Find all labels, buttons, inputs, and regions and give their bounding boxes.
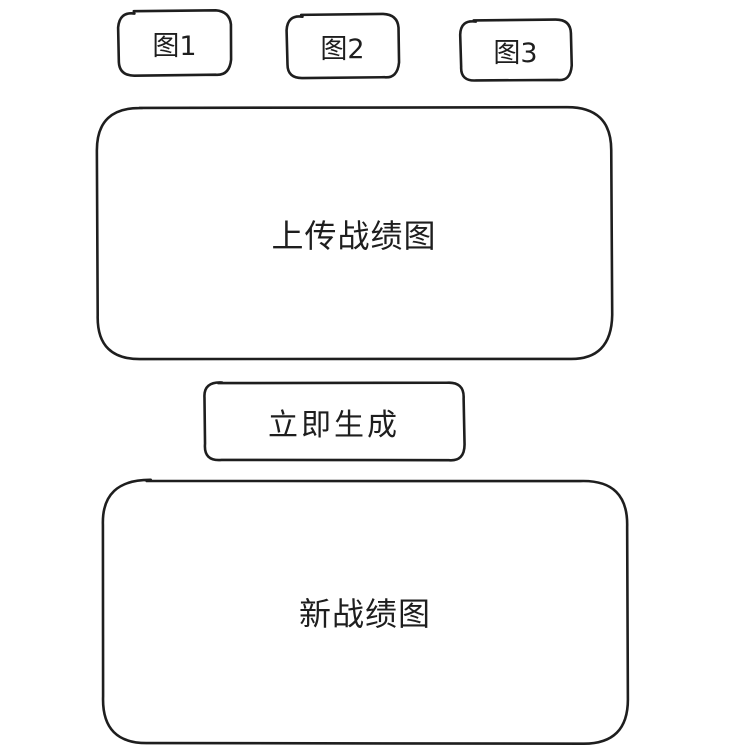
tab-image-3-label: 图3: [493, 38, 538, 69]
upload-image-area[interactable]: 上传战绩图: [95, 105, 614, 362]
tab-image-1[interactable]: 图1: [116, 9, 233, 77]
tab-image-3[interactable]: 图3: [458, 18, 574, 83]
tab-image-2[interactable]: 图2: [285, 12, 401, 80]
new-image-result-area: 新战绩图: [100, 478, 630, 746]
new-image-label: 新战绩图: [298, 595, 431, 633]
upload-image-label: 上传战绩图: [271, 216, 437, 255]
generate-now-label: 立即生成: [268, 407, 400, 443]
tab-image-1-label: 图1: [152, 31, 197, 62]
tab-image-2-label: 图2: [320, 34, 365, 65]
generate-now-button[interactable]: 立即生成: [202, 380, 466, 463]
